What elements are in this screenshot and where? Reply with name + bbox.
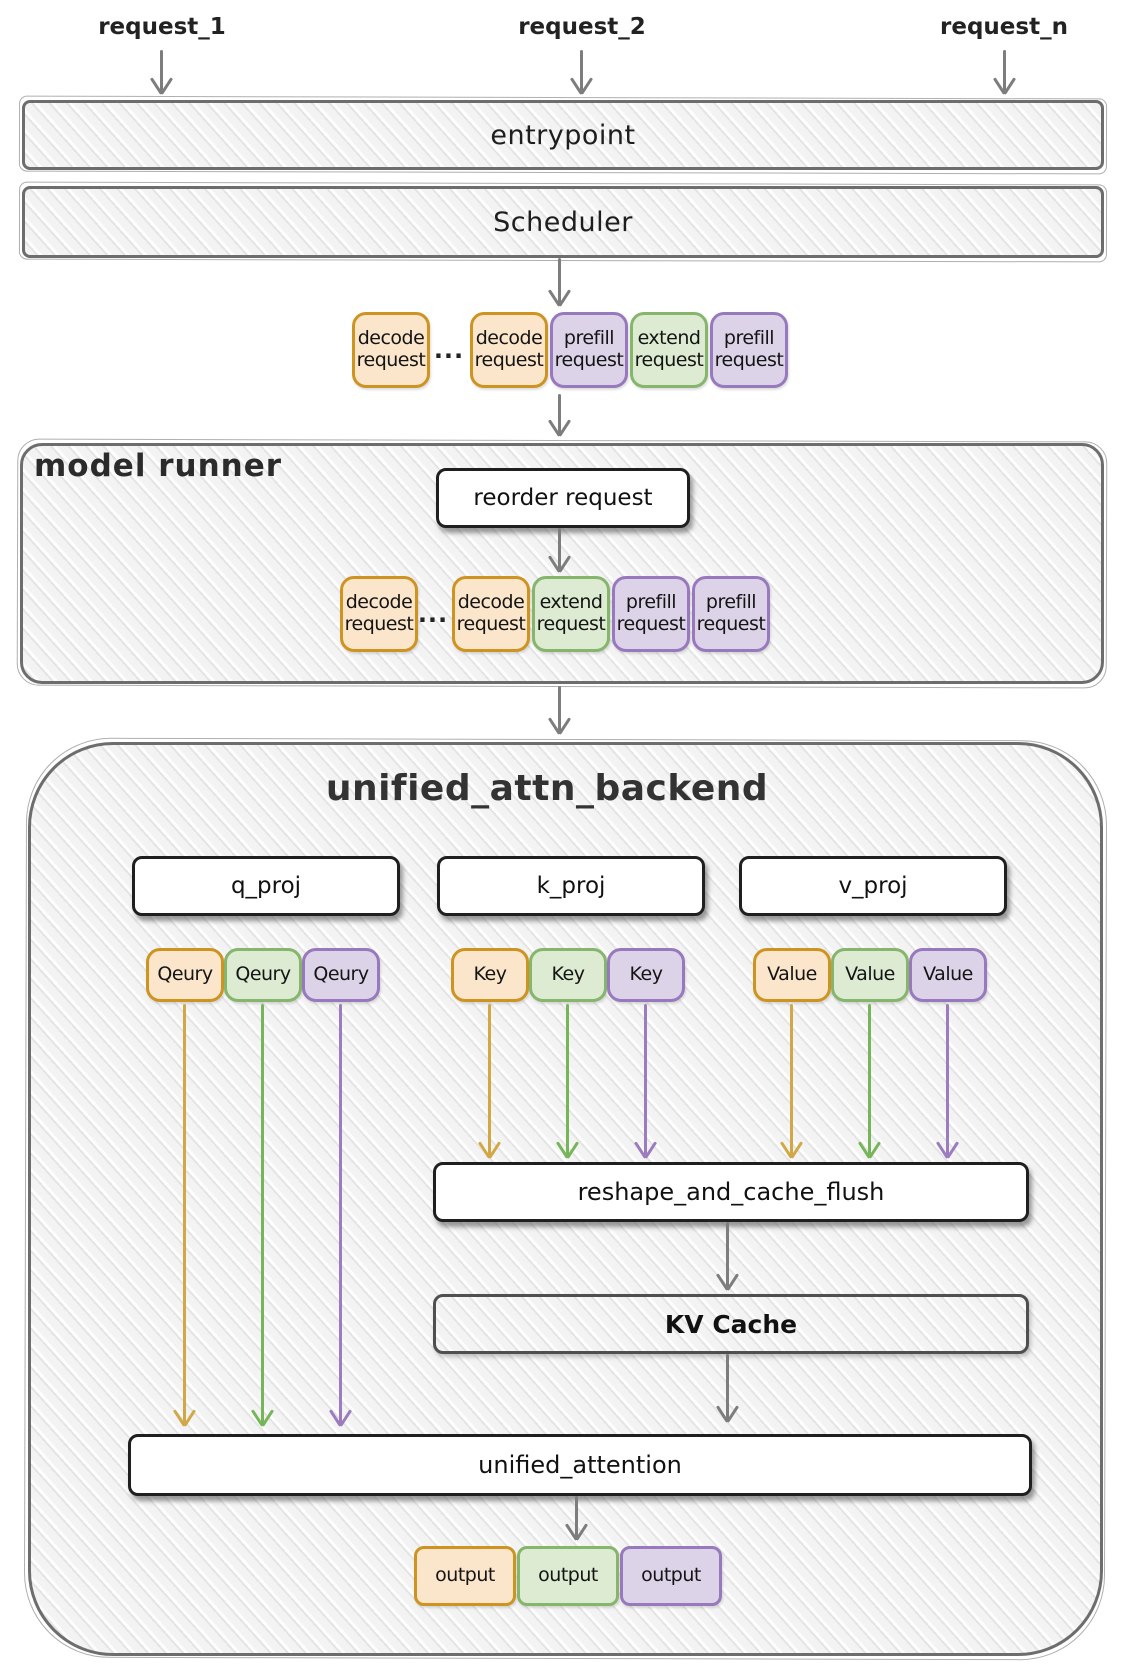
arrow-request1-to-entrypoint	[160, 50, 163, 92]
queue2-ellipsis: ...	[417, 600, 449, 628]
queue2-chip-decode-2: decode request	[452, 576, 530, 652]
chip-line: Key	[629, 963, 663, 986]
query-chip-3: Qeury	[302, 948, 380, 1002]
reshape-label: reshape_and_cache_flush	[577, 1178, 885, 1206]
backend-title: unified_attn_backend	[325, 768, 769, 809]
chip-line: decode	[357, 327, 425, 350]
key-arrow-purple	[644, 1004, 647, 1156]
v-proj-label: v_proj	[838, 873, 908, 899]
value-chip-1: Value	[753, 948, 831, 1002]
key-arrow-green	[566, 1004, 569, 1156]
queue2-chip-prefill-1: prefill request	[612, 576, 690, 652]
query-arrow-orange	[183, 1004, 186, 1424]
output-chip-1: output	[414, 1546, 516, 1606]
unified-attention-box: unified_attention	[128, 1434, 1032, 1496]
entrypoint-box: entrypoint	[22, 100, 1104, 170]
queue2-chip-decode-1: decode request	[340, 576, 418, 652]
output-chip-3: output	[620, 1546, 722, 1606]
value-arrow-purple	[946, 1004, 949, 1156]
chip-line: request	[634, 349, 704, 371]
chip-line: prefill	[563, 327, 615, 350]
proj-box-q: q_proj	[132, 856, 400, 916]
key-chip-2: Key	[529, 948, 607, 1002]
query-chip-2: Qeury	[224, 948, 302, 1002]
chip-line: Value	[923, 963, 973, 986]
chip-line: output	[641, 1564, 701, 1587]
value-chip-3: Value	[909, 948, 987, 1002]
chip-line: decode	[475, 327, 543, 350]
arrow-model-runner-to-backend	[558, 686, 561, 732]
queue2-chip-extend: extend request	[532, 576, 610, 652]
chip-line: Value	[845, 963, 895, 986]
request-label-2: request_2	[518, 14, 646, 40]
arrow-scheduler-to-queue	[558, 258, 561, 304]
query-chip-1: Qeury	[146, 948, 224, 1002]
chip-line: extend	[637, 327, 701, 350]
kv-cache-box: KV Cache	[433, 1294, 1029, 1354]
queue1-chip-decode-2: decode request	[470, 312, 548, 388]
query-arrow-purple	[339, 1004, 342, 1424]
arrow-request2-to-entrypoint	[580, 50, 583, 92]
request-label-1: request_1	[98, 14, 226, 40]
key-arrow-orange	[488, 1004, 491, 1156]
queue1-ellipsis: ...	[433, 336, 465, 364]
chip-line: request	[554, 349, 624, 371]
proj-box-k: k_proj	[437, 856, 705, 916]
chip-line: output	[538, 1564, 598, 1587]
chip-line: request	[616, 613, 686, 635]
chip-line: request	[714, 349, 784, 371]
arrow-requestn-to-entrypoint	[1003, 50, 1006, 92]
scheduler-label: Scheduler	[493, 206, 633, 238]
key-chip-3: Key	[607, 948, 685, 1002]
chip-line: prefill	[723, 327, 775, 350]
proj-box-v: v_proj	[739, 856, 1007, 916]
arrow-queue-to-model-runner	[558, 394, 561, 434]
queue2-chip-prefill-2: prefill request	[692, 576, 770, 652]
chip-line: Qeury	[235, 963, 291, 986]
q-proj-label: q_proj	[230, 873, 302, 899]
model-runner-title: model runner	[34, 448, 283, 484]
value-arrow-green	[868, 1004, 871, 1156]
arrow-attention-to-outputs	[575, 1496, 578, 1538]
chip-line: Qeury	[313, 963, 369, 986]
entrypoint-label: entrypoint	[490, 119, 636, 151]
value-chip-2: Value	[831, 948, 909, 1002]
unified-attention-label: unified_attention	[478, 1451, 682, 1479]
reorder-request-label: reorder request	[473, 485, 653, 511]
scheduler-box: Scheduler	[22, 186, 1104, 258]
chip-line: request	[696, 613, 766, 635]
chip-line: request	[344, 613, 414, 635]
chip-line: Key	[473, 963, 507, 986]
output-chip-2: output	[517, 1546, 619, 1606]
request-label-n: request_n	[940, 14, 1068, 40]
key-chip-1: Key	[451, 948, 529, 1002]
queue1-chip-prefill-1: prefill request	[550, 312, 628, 388]
chip-line: Qeury	[157, 963, 213, 986]
queue1-chip-decode-1: decode request	[352, 312, 430, 388]
value-arrow-orange	[790, 1004, 793, 1156]
chip-line: decode	[457, 591, 525, 614]
k-proj-label: k_proj	[536, 873, 606, 899]
reorder-request-box: reorder request	[436, 468, 690, 528]
reshape-and-cache-flush-box: reshape_and_cache_flush	[433, 1162, 1029, 1222]
chip-line: extend	[539, 591, 603, 614]
chip-line: Key	[551, 963, 585, 986]
arrow-reorder-to-queue2	[558, 528, 561, 570]
chip-line: prefill	[625, 591, 677, 614]
chip-line: decode	[345, 591, 413, 614]
chip-line: Value	[767, 963, 817, 986]
chip-line: request	[356, 349, 426, 371]
arrow-kvcache-to-attention	[726, 1354, 729, 1420]
kv-cache-label: KV Cache	[664, 1309, 798, 1339]
chip-line: request	[474, 349, 544, 371]
query-arrow-green	[261, 1004, 264, 1424]
chip-line: request	[456, 613, 526, 635]
chip-line: output	[435, 1564, 495, 1587]
queue1-chip-prefill-2: prefill request	[710, 312, 788, 388]
arrow-reshape-to-kvcache	[726, 1222, 729, 1288]
chip-line: request	[536, 613, 606, 635]
queue1-chip-extend: extend request	[630, 312, 708, 388]
chip-line: prefill	[705, 591, 757, 614]
